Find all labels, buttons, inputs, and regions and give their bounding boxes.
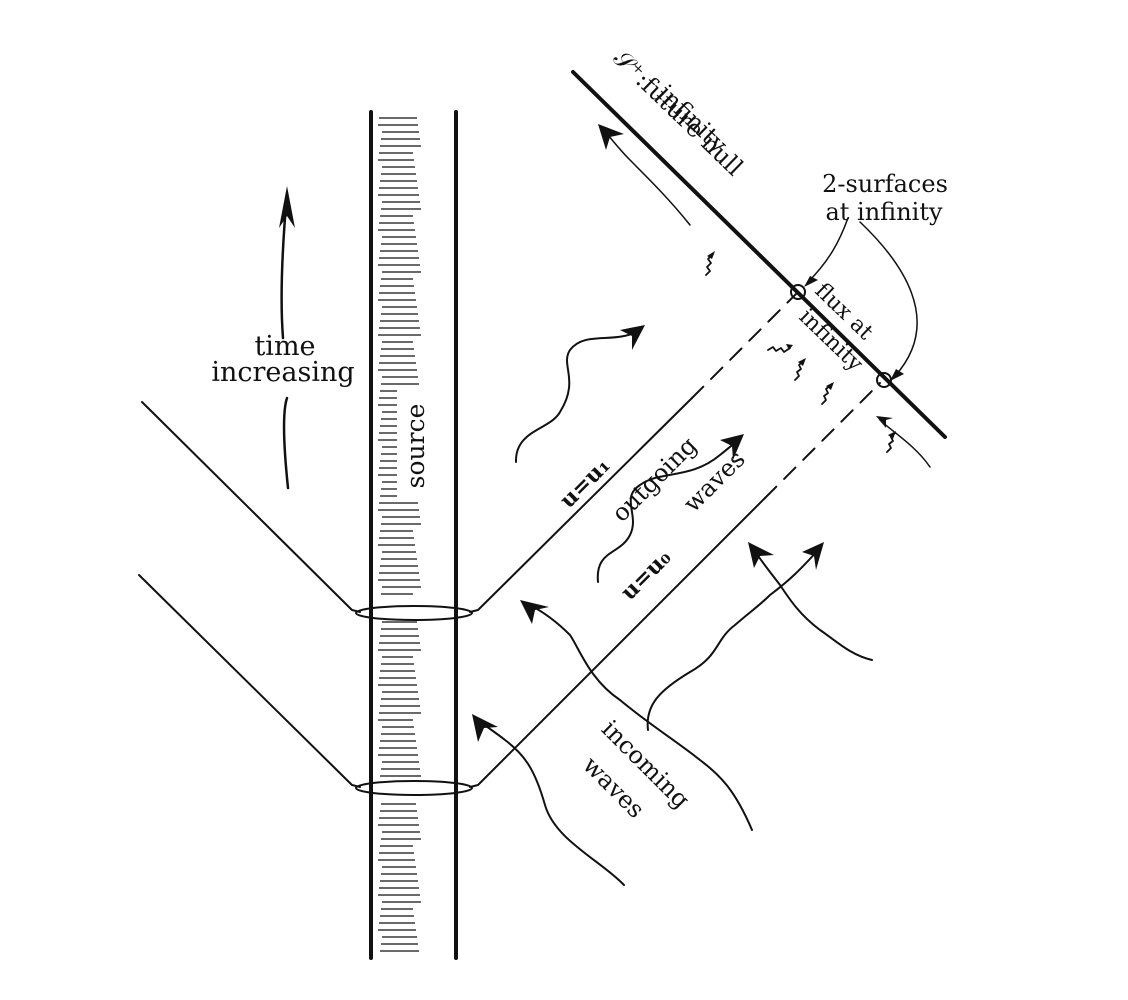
future-null-infinity-line: [571, 70, 947, 439]
source-label-backdrop: [397, 388, 431, 500]
scri-label-line2: infinity: [652, 79, 733, 159]
two-surfaces-leader-lines: [804, 217, 918, 381]
source-hatching: [378, 117, 421, 952]
source-world-tube: [369, 110, 458, 960]
scri-direction-arrow: [598, 124, 691, 226]
two-surfaces-label-line2: at infinity: [825, 198, 943, 226]
time-arrow: [279, 186, 295, 490]
two-surface-marker-upper: [790, 284, 806, 300]
two-surfaces-label: 2-surfaces: [822, 170, 948, 198]
outgoing-label: outgoing: [606, 431, 702, 527]
incoming-wave-arrows: [472, 542, 873, 886]
time-label: time: [254, 331, 315, 362]
time-label-line2: increasing: [211, 357, 354, 388]
null-cone-u1: [141, 293, 797, 621]
null-cone-u0: [138, 382, 881, 796]
outgoing-wave-arrows: [514, 325, 744, 583]
flux-squiggle-arrows: [705, 251, 931, 468]
source-label: source: [401, 404, 430, 489]
